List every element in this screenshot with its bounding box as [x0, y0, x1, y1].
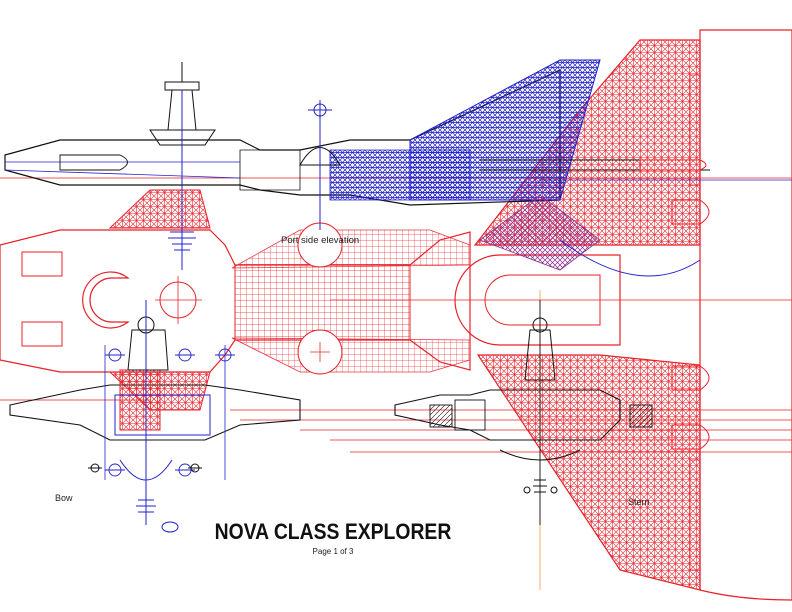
neck-grid — [234, 264, 411, 341]
bow-view — [9, 300, 301, 533]
sheet-title: NOVA CLASS EXPLORER — [214, 519, 452, 544]
stern-label: Stern — [628, 497, 650, 507]
port-slot — [21, 251, 63, 277]
starboard-slot — [21, 321, 63, 347]
bow-label: Bow — [55, 493, 73, 503]
port-side-elevation-label: Port side elevation — [281, 235, 360, 246]
horseshoe-bay — [82, 271, 130, 329]
plan-view — [0, 29, 792, 601]
warp-nacelle-frame — [699, 29, 792, 601]
page-number: Page 1 of 3 — [312, 547, 354, 556]
port-side-elevation — [4, 59, 792, 277]
hangar-outline — [454, 254, 621, 346]
bow-hull — [9, 384, 301, 441]
stern-view — [394, 300, 653, 525]
